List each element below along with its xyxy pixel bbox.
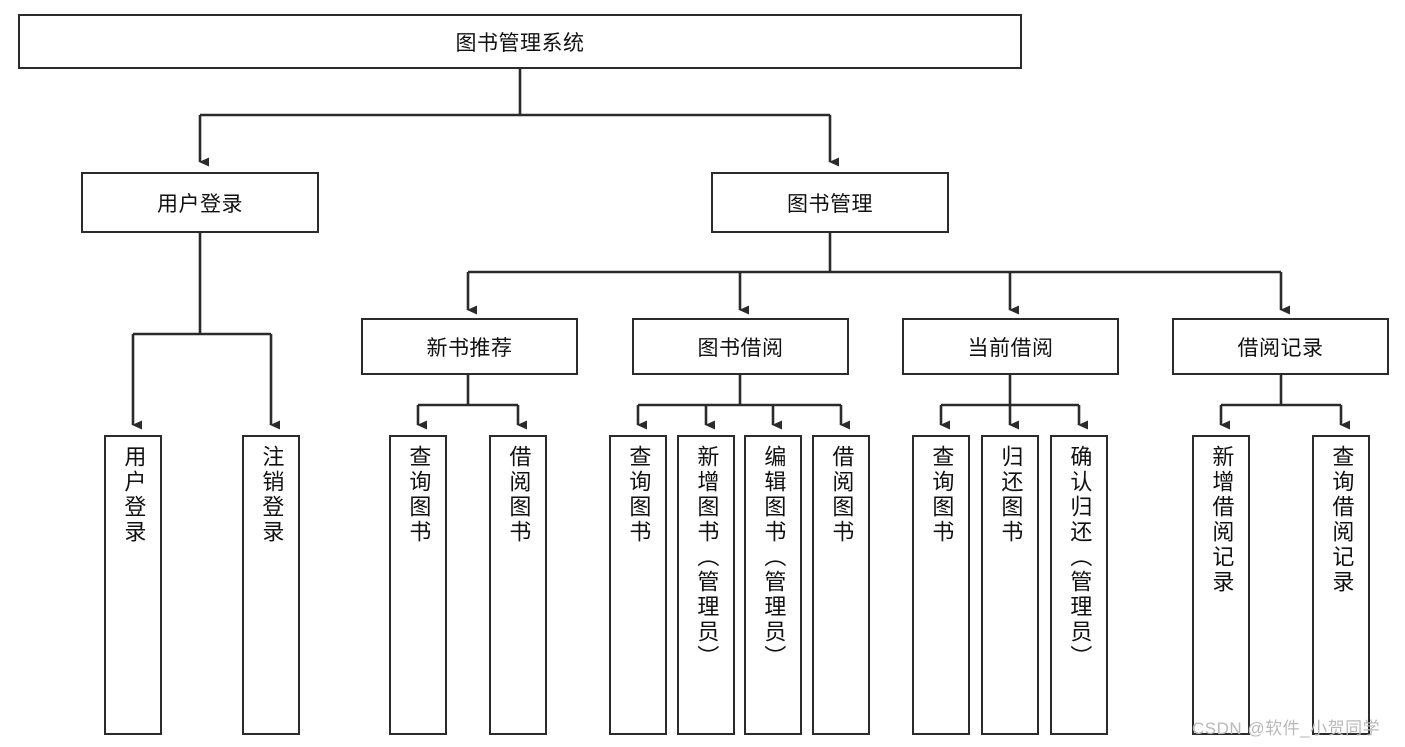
node-label: 新增借阅记录 [1209, 445, 1235, 595]
node-user-login[interactable]: 用户登录 [81, 172, 319, 233]
node-label: 查询图书 [929, 445, 955, 545]
leaf-user-login[interactable]: 用户登录 [104, 435, 162, 735]
leaf-logout[interactable]: 注销登录 [242, 435, 300, 735]
node-book-borrowing[interactable]: 图书借阅 [632, 318, 849, 375]
leaf-add-borrow-record[interactable]: 新增借阅记录 [1192, 435, 1250, 735]
node-borrow-records[interactable]: 借阅记录 [1172, 318, 1389, 375]
watermark-text: CSDN @软件_小贺同学 [1192, 719, 1381, 738]
node-label: 确认归还（管理员） [1067, 445, 1093, 670]
node-label: 用户登录 [121, 445, 147, 545]
leaf-confirm-return-admin[interactable]: 确认归还（管理员） [1050, 435, 1108, 735]
node-label: 查询图书 [626, 445, 652, 545]
node-label: 当前借阅 [967, 336, 1054, 360]
node-label: 查询借阅记录 [1329, 445, 1355, 595]
node-label: 图书借阅 [697, 336, 784, 360]
node-label: 新书推荐 [426, 336, 513, 360]
node-label: 图书管理 [787, 192, 873, 216]
node-label: 归还图书 [998, 445, 1024, 545]
node-new-book-recommendation[interactable]: 新书推荐 [361, 318, 578, 375]
node-label: 借阅记录 [1237, 336, 1324, 360]
node-label: 借阅图书 [506, 445, 532, 545]
leaf-borrow-books-borrowing[interactable]: 借阅图书 [812, 435, 870, 735]
leaf-edit-book-admin[interactable]: 编辑图书（管理员） [744, 435, 802, 735]
leaf-borrow-books-recommendation[interactable]: 借阅图书 [489, 435, 547, 735]
node-label: 查询图书 [406, 445, 432, 545]
leaf-query-books-current[interactable]: 查询图书 [912, 435, 970, 735]
leaf-add-book-admin[interactable]: 新增图书（管理员） [677, 435, 735, 735]
node-book-management[interactable]: 图书管理 [711, 172, 949, 233]
node-current-borrowing[interactable]: 当前借阅 [902, 318, 1119, 375]
node-label: 注销登录 [259, 445, 285, 545]
node-label: 图书管理系统 [455, 31, 585, 55]
node-root-book-management-system[interactable]: 图书管理系统 [18, 14, 1022, 69]
node-label: 用户登录 [157, 192, 243, 216]
leaf-return-books[interactable]: 归还图书 [981, 435, 1039, 735]
leaf-query-borrow-record[interactable]: 查询借阅记录 [1312, 435, 1370, 735]
leaf-query-books-borrowing[interactable]: 查询图书 [609, 435, 667, 735]
leaf-query-books-recommendation[interactable]: 查询图书 [389, 435, 447, 735]
node-label: 借阅图书 [829, 445, 855, 545]
node-label: 编辑图书（管理员） [761, 445, 787, 670]
node-label: 新增图书（管理员） [694, 445, 720, 670]
